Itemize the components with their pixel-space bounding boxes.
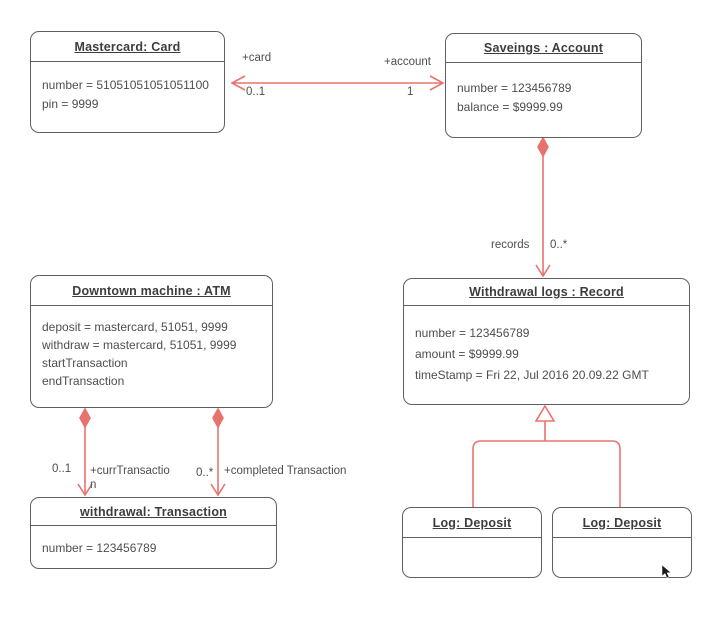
multiplicity-label-completed-transaction: 0..* bbox=[196, 467, 214, 479]
object-box-withdrawal-logs-record[interactable]: Withdrawal logs : Record number = 123456… bbox=[403, 278, 690, 405]
multiplicity-label-card: 0..1 bbox=[246, 86, 266, 98]
box-title: Withdrawal logs : Record bbox=[404, 279, 689, 306]
box-attributes: number = 51051051051051100 pin = 9999 bbox=[31, 62, 224, 114]
association-account-records[interactable] bbox=[535, 136, 551, 278]
box-title: Saveings : Account bbox=[446, 34, 641, 63]
object-box-withdrawal-transaction[interactable]: withdrawal: Transaction number = 1234567… bbox=[30, 497, 277, 569]
box-attributes: deposit = mastercard, 51051, 9999 withdr… bbox=[31, 306, 272, 390]
association-atm-completed-transaction[interactable] bbox=[210, 407, 226, 497]
generalization-record-deposits[interactable] bbox=[472, 404, 621, 507]
attribute-row: pin = 9999 bbox=[42, 97, 99, 111]
object-box-mastercard-card[interactable]: Mastercard: Card number = 51051051051051… bbox=[30, 31, 225, 133]
role-label-curr-transaction: +currTransactio n bbox=[90, 465, 170, 491]
object-box-saveings-account[interactable]: Saveings : Account number = 123456789 ba… bbox=[445, 33, 642, 138]
role-label-card: +card bbox=[242, 52, 272, 64]
multiplicity-label-account: 1 bbox=[407, 86, 414, 98]
box-title: Mastercard: Card bbox=[31, 32, 224, 62]
box-title: Downtown machine : ATM bbox=[31, 276, 272, 306]
attribute-row: startTransaction bbox=[42, 356, 128, 370]
attribute-row: balance = $9999.99 bbox=[457, 100, 563, 114]
box-title: withdrawal: Transaction bbox=[31, 498, 276, 526]
role-label-completed-transaction: +completed Transaction bbox=[224, 465, 347, 477]
object-box-log-deposit-1[interactable]: Log: Deposit bbox=[402, 507, 542, 578]
object-box-log-deposit-2[interactable]: Log: Deposit bbox=[552, 507, 692, 578]
attribute-row: number = 51051051051051100 bbox=[42, 78, 209, 92]
attribute-row: amount = $9999.99 bbox=[415, 347, 519, 361]
attribute-row: deposit = mastercard, 51051, 9999 bbox=[42, 320, 228, 334]
box-attributes: number = 123456789 balance = $9999.99 bbox=[446, 63, 641, 117]
box-attributes: number = 123456789 amount = $9999.99 tim… bbox=[404, 306, 689, 386]
attribute-row: withdraw = mastercard, 51051, 9999 bbox=[42, 338, 237, 352]
multiplicity-label-curr-transaction: 0..1 bbox=[52, 463, 72, 475]
role-label-account: +account bbox=[384, 56, 431, 68]
role-label-records: records bbox=[491, 239, 530, 251]
box-title: Log: Deposit bbox=[553, 508, 691, 538]
box-title: Log: Deposit bbox=[403, 508, 541, 538]
attribute-row: number = 123456789 bbox=[42, 541, 157, 555]
multiplicity-label-records: 0..* bbox=[550, 239, 568, 251]
mouse-cursor-icon bbox=[661, 565, 672, 579]
object-box-downtown-atm[interactable]: Downtown machine : ATM deposit = masterc… bbox=[30, 275, 273, 408]
box-attributes: number = 123456789 bbox=[31, 526, 276, 558]
attribute-row: number = 123456789 bbox=[457, 81, 572, 95]
attribute-row: timeStamp = Fri 22, Jul 2016 20.09.22 GM… bbox=[415, 368, 649, 382]
attribute-row: endTransaction bbox=[42, 374, 125, 388]
attribute-row: number = 123456789 bbox=[415, 326, 530, 340]
